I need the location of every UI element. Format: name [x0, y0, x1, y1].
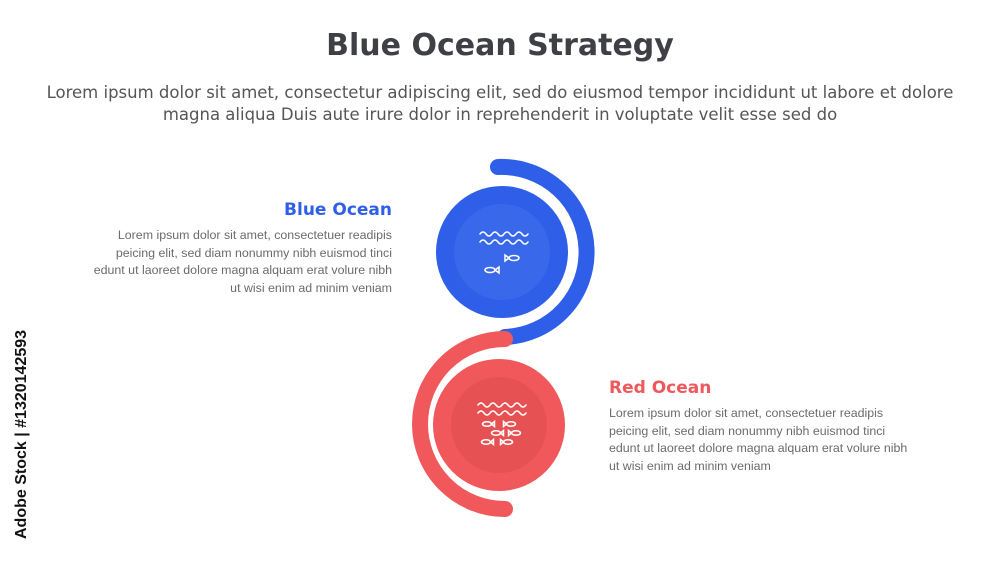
blue-ocean-arc — [490, 158, 595, 345]
blue-ocean-description: Lorem ipsum dolor sit amet, consectetuer… — [93, 228, 392, 295]
stock-watermark-id: Adobe Stock | #1320142593 — [13, 329, 30, 539]
waves-one-fish-icon — [479, 231, 529, 275]
blue-ocean-inner-circle — [454, 204, 550, 300]
page-title: Blue Ocean Strategy — [326, 28, 674, 63]
red-ocean-description: Lorem ipsum dolor sit amet, consectetuer… — [609, 406, 908, 473]
red-ocean-inner-circle — [451, 377, 547, 473]
page-subtitle: Lorem ipsum dolor sit amet, consectetur … — [46, 83, 954, 124]
red-ocean-heading: Red Ocean — [609, 378, 712, 398]
red-ocean-arc — [412, 331, 513, 517]
waves-many-fish-icon — [477, 402, 527, 447]
blue-ocean-heading: Blue Ocean — [284, 200, 392, 220]
